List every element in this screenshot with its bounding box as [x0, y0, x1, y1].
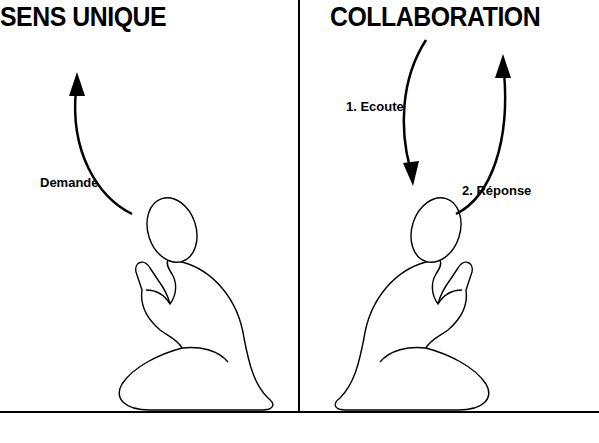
kneeling-figure: [335, 191, 488, 410]
panel-heading: COLLABORATION: [330, 4, 540, 31]
kneeling-figure-mirror: [335, 191, 488, 410]
arrow-head: [69, 72, 85, 96]
arrow-label: 1. Ecoute: [346, 100, 404, 113]
divider-line: [298, 0, 300, 412]
thigh-line: [182, 348, 228, 362]
arrow-line: [75, 90, 132, 214]
panel-heading: SENS UNIQUE: [0, 4, 166, 31]
hand-line: [146, 290, 170, 304]
arrow-label: Demande: [40, 176, 99, 189]
floor-line: [0, 411, 599, 413]
arrow-head: [495, 54, 511, 78]
arrow-label: 2. Réponse: [462, 184, 531, 197]
arrow-line: [404, 40, 426, 168]
body-outline: [119, 260, 272, 410]
kneeling-figure: [119, 191, 272, 410]
arrow-head: [403, 161, 419, 186]
head: [139, 191, 205, 269]
